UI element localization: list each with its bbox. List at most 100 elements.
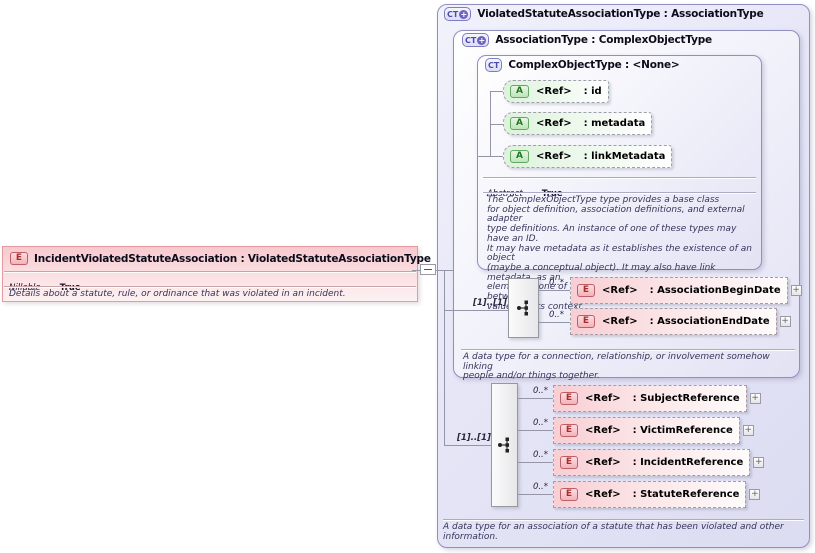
element-icon: E — [577, 284, 595, 297]
complex-object-type-title: ComplexObjectType : <None> — [508, 59, 680, 71]
attribute-row: A <Ref> : id — [503, 80, 609, 103]
connector-line — [490, 91, 503, 92]
connector-line — [518, 462, 553, 463]
complex-object-type-title-row: CT ComplexObjectType : <None> — [485, 58, 680, 72]
ct-icon-label: CT — [447, 9, 459, 19]
element-icon: E — [560, 488, 578, 501]
element-row: E <Ref> : VictimReference + — [553, 417, 754, 444]
connector-line — [444, 270, 445, 445]
element-name: : IncidentReference — [632, 457, 744, 468]
element-name: : StatuteReference — [632, 489, 740, 500]
nillable-row: Nillable True — [9, 275, 81, 294]
collapse-icon[interactable] — [420, 264, 436, 275]
attribute-name: : id — [583, 86, 602, 97]
element-box-subject-reference[interactable]: E <Ref> : SubjectReference — [553, 385, 747, 412]
attribute-name: : linkMetadata — [583, 151, 666, 162]
occurs-label: 0..* — [532, 418, 548, 428]
cardinality-label: [1]..[1] — [457, 433, 491, 443]
divider — [483, 192, 756, 193]
nillable-label: Nillable — [9, 283, 41, 293]
expand-icon[interactable]: + — [753, 457, 765, 468]
connector-line — [518, 398, 553, 399]
expand-icon[interactable]: + — [742, 425, 754, 436]
element-box-incident-reference[interactable]: E <Ref> : IncidentReference — [553, 449, 751, 476]
divider — [4, 286, 416, 287]
element-name: : AssociationEndDate — [649, 316, 770, 327]
attribute-row: A <Ref> : metadata — [503, 112, 653, 135]
sequence-compositor-icon — [508, 278, 539, 338]
connector-line — [518, 494, 553, 495]
occurs-label: 0..* — [548, 278, 564, 288]
element-box-victim-reference[interactable]: E <Ref> : VictimReference — [553, 417, 740, 444]
element-ref: <Ref> — [585, 489, 621, 500]
sequence-glyph — [497, 437, 509, 453]
expand-icon[interactable]: + — [749, 393, 761, 404]
nillable-value: True — [59, 283, 81, 293]
element-box-association-end-date[interactable]: E <Ref> : AssociationEndDate — [570, 308, 777, 335]
element-row: E <Ref> : StatuteReference + — [553, 481, 761, 508]
element-name: : SubjectReference — [632, 393, 740, 404]
attribute-name: : metadata — [583, 118, 646, 129]
element-box-association-begin-date[interactable]: E <Ref> : AssociationBeginDate — [570, 277, 788, 304]
complex-type-plus-icon: CT + — [462, 33, 490, 47]
element-icon: E — [10, 252, 28, 265]
connector-line — [539, 322, 570, 323]
connector-line — [444, 310, 508, 311]
element-icon: E — [560, 392, 578, 405]
element-icon: E — [560, 456, 578, 469]
element-ref: <Ref> — [602, 285, 638, 296]
association-type-title: AssociationType : ComplexObjectType — [495, 34, 712, 46]
attribute-ref: <Ref> — [536, 118, 572, 129]
divider — [461, 349, 795, 350]
element-box-statute-reference[interactable]: E <Ref> : StatuteReference — [553, 481, 747, 508]
expand-icon[interactable]: + — [749, 489, 761, 500]
element-icon: E — [560, 424, 578, 437]
association-type-description: A data type for a connection, relationsh… — [463, 352, 770, 382]
complex-type-icon: CT — [485, 58, 503, 72]
attribute-icon: A — [510, 150, 529, 163]
occurs-label: 0..* — [532, 386, 548, 396]
occurs-label: 0..* — [532, 450, 548, 460]
type-description: A data type for an association of a stat… — [443, 522, 784, 542]
connector-line — [539, 290, 570, 291]
element-title-row: E IncidentViolatedStatuteAssociation : V… — [10, 252, 431, 265]
element-name: : AssociationBeginDate — [649, 285, 781, 296]
element-icon: E — [577, 315, 595, 328]
connector-line — [490, 124, 503, 125]
derived-badge-icon: + — [477, 35, 487, 45]
complex-type-plus-icon: CT + — [444, 7, 472, 21]
derived-badge-icon: + — [459, 9, 469, 19]
type-title-row: CT + ViolatedStatuteAssociationType : As… — [444, 7, 764, 21]
sequence-glyph — [516, 300, 528, 316]
expand-icon[interactable]: + — [790, 285, 802, 296]
type-title: ViolatedStatuteAssociationType : Associa… — [477, 8, 764, 20]
element-name: : VictimReference — [632, 425, 733, 436]
incident-violated-statute-association-box[interactable] — [2, 246, 418, 302]
divider — [4, 271, 416, 272]
attribute-row: A <Ref> : linkMetadata — [503, 145, 673, 168]
abstract-row: Abstract True — [487, 181, 563, 200]
connector-line — [412, 270, 420, 271]
attribute-box-linkmetadata[interactable]: A <Ref> : linkMetadata — [503, 145, 673, 168]
element-row: E <Ref> : SubjectReference + — [553, 385, 761, 412]
element-row: E <Ref> : AssociationBeginDate + — [570, 277, 802, 304]
occurs-label: 0..* — [548, 310, 564, 320]
expand-icon[interactable]: + — [779, 316, 791, 327]
element-row: E <Ref> : AssociationEndDate + — [570, 308, 791, 335]
element-description: Details about a statute, rule, or ordina… — [9, 289, 346, 299]
attribute-box-metadata[interactable]: A <Ref> : metadata — [503, 112, 653, 135]
attribute-icon: A — [510, 117, 529, 130]
attribute-ref: <Ref> — [536, 86, 572, 97]
ct-icon-label: CT — [465, 35, 477, 45]
element-ref: <Ref> — [585, 425, 621, 436]
cardinality-label: [1]..[1] — [473, 298, 507, 308]
sequence-compositor-icon — [491, 383, 518, 507]
element-ref: <Ref> — [585, 457, 621, 468]
element-row: E <Ref> : IncidentReference + — [553, 449, 765, 476]
occurs-label: 0..* — [532, 482, 548, 492]
ct-icon-label: CT — [488, 60, 500, 70]
attribute-box-id[interactable]: A <Ref> : id — [503, 80, 609, 103]
element-ref: <Ref> — [585, 393, 621, 404]
connector-line — [478, 156, 503, 157]
